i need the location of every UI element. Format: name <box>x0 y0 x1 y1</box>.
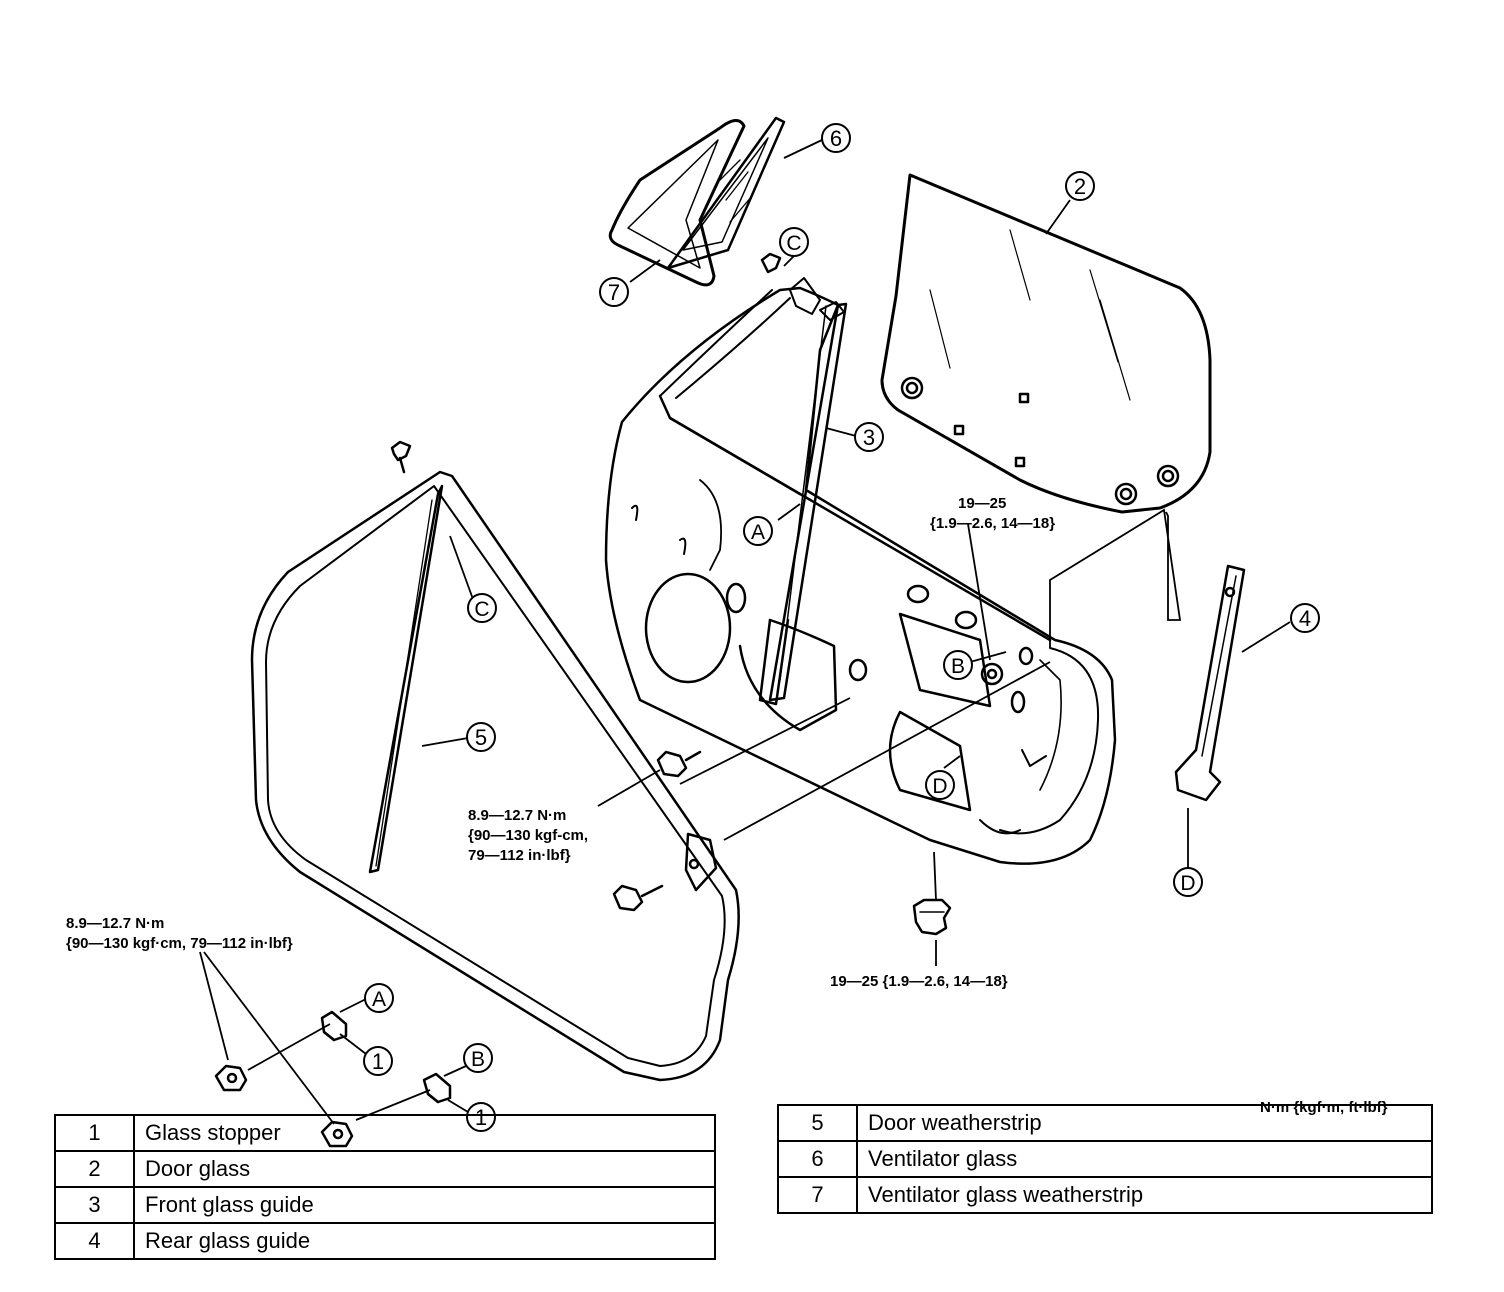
legend-part-name: Ventilator glass weatherstrip <box>856 1176 1433 1214</box>
legend-row: 3 Front glass guide <box>54 1186 716 1224</box>
callout-d-door: D <box>932 775 947 798</box>
clip-top-left <box>390 440 412 474</box>
callout-a-stopper: A <box>372 988 386 1011</box>
legend-number: 3 <box>54 1186 135 1224</box>
legend-number: 6 <box>777 1140 858 1178</box>
torque-left-line1: 8.9—12.7 N·m <box>66 915 164 932</box>
door-weatherstrip <box>250 470 740 1082</box>
legend-part-name: Door glass <box>133 1150 716 1188</box>
callout-4: 4 <box>1299 606 1311 631</box>
torque-center-line2: {90—130 kgf-cm, <box>468 827 588 844</box>
legend-number: 7 <box>777 1176 858 1214</box>
callout-2: 2 <box>1074 174 1086 199</box>
callout-5: 5 <box>475 725 487 750</box>
torque-center-line1: 8.9—12.7 N·m <box>468 807 566 824</box>
callout-3: 3 <box>863 425 875 450</box>
torque-center-line3: 79—112 in·lbf} <box>468 847 571 864</box>
legend-row: 4 Rear glass guide <box>54 1222 716 1260</box>
callout-a-door: A <box>751 521 765 544</box>
legend-part-name: Glass stopper <box>133 1114 716 1152</box>
glass-stopper-b <box>422 1072 452 1104</box>
bolt-door-b <box>980 662 1004 686</box>
bolt-stopper-a <box>214 1064 248 1092</box>
legend-part-name: Front glass guide <box>133 1186 716 1224</box>
grommet-bottom <box>912 898 952 936</box>
legend-part-name: Rear glass guide <box>133 1222 716 1260</box>
ventilator-glass-weatherstrip <box>608 119 746 287</box>
callout-b-door: B <box>951 655 965 678</box>
parts-legend-left: 1 Glass stopper 2 Door glass 3 Front gla… <box>54 1114 716 1260</box>
ventilator-glass <box>666 116 786 270</box>
clip-top-c <box>760 252 782 274</box>
callout-c-top: C <box>786 232 801 255</box>
legend-number: 1 <box>54 1114 135 1152</box>
legend-number: 5 <box>777 1104 858 1142</box>
callout-d-guide: D <box>1180 872 1195 895</box>
rear-glass-guide <box>1174 564 1246 802</box>
callout-c-weatherstrip: C <box>474 598 489 621</box>
front-glass-guide <box>768 277 848 702</box>
parts-legend-right: 5 Door weatherstrip 6 Ventilator glass 7… <box>777 1104 1433 1214</box>
legend-row: 5 Door weatherstrip <box>777 1104 1433 1142</box>
bolt-weatherstrip <box>612 884 664 912</box>
glass-stopper-a <box>320 1010 348 1042</box>
legend-number: 4 <box>54 1222 135 1260</box>
callout-1-a: 1 <box>372 1049 384 1074</box>
torque-bottom: 19—25 {1.9—2.6, 14—18} <box>830 973 1008 990</box>
legend-row: 7 Ventilator glass weatherstrip <box>777 1176 1433 1214</box>
bolt-center <box>656 750 702 778</box>
legend-part-name: Door weatherstrip <box>856 1104 1433 1142</box>
legend-row: 2 Door glass <box>54 1150 716 1188</box>
torque-left-line2: {90—130 kgf·cm, 79—112 in·lbf} <box>66 935 293 952</box>
legend-row: 1 Glass stopper <box>54 1114 716 1152</box>
legend-number: 2 <box>54 1150 135 1188</box>
legend-row: 6 Ventilator glass <box>777 1140 1433 1178</box>
callout-b-stopper: B <box>471 1048 485 1071</box>
callout-circles <box>363 123 1320 1132</box>
callout-7: 7 <box>608 280 620 305</box>
torque-upper-right-line1: 19—25 <box>958 495 1006 512</box>
legend-part-name: Ventilator glass <box>856 1140 1433 1178</box>
torque-upper-right-line2: {1.9—2.6, 14—18} <box>930 515 1055 532</box>
callout-6: 6 <box>830 126 842 151</box>
door-glass <box>880 173 1212 514</box>
door-shell <box>604 286 1117 865</box>
leader-lines <box>199 139 1291 1125</box>
